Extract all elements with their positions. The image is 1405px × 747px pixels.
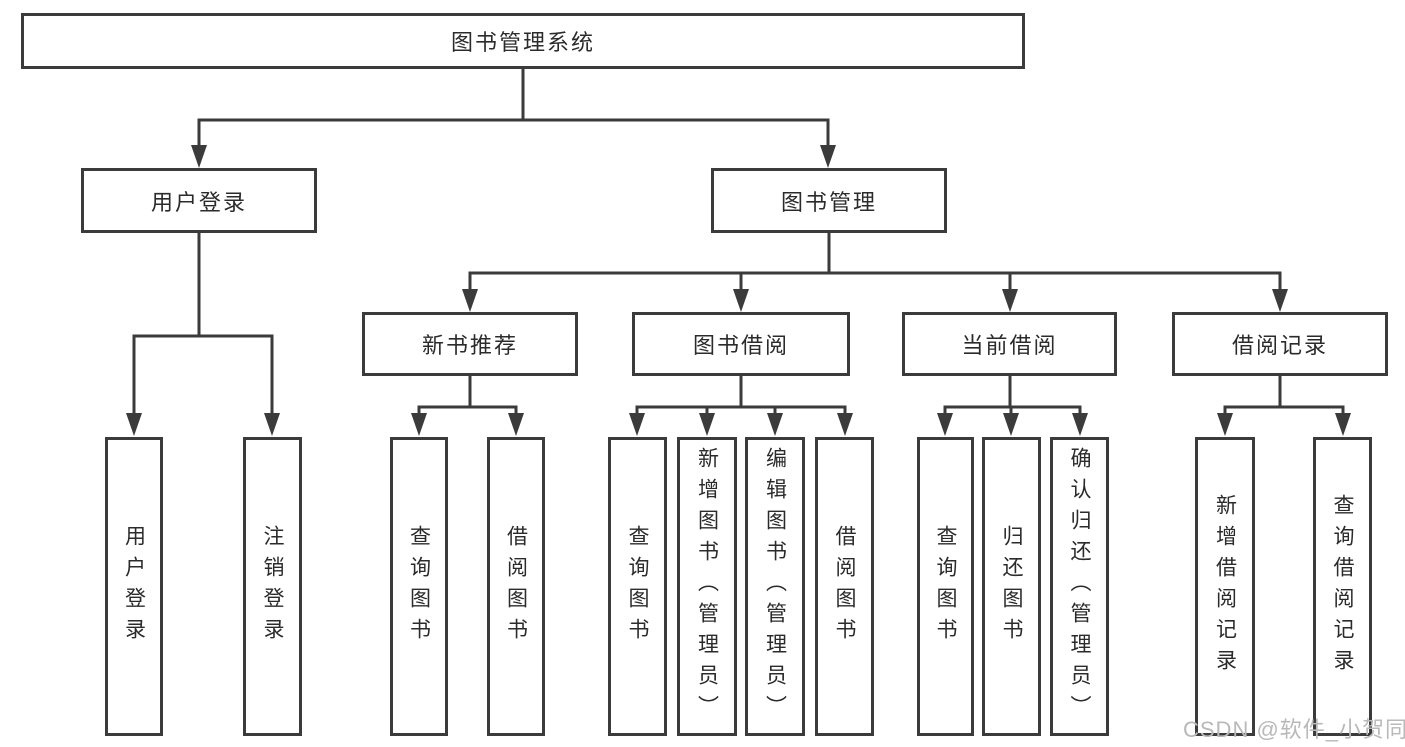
node-label: 新书推荐: [421, 333, 518, 358]
leaf-return-books: 归还图书: [982, 437, 1041, 736]
arrowhead: [264, 413, 280, 436]
node-label: 图书借阅: [692, 333, 789, 358]
node-new-book-recommend: 新书推荐: [362, 312, 578, 376]
node-library-management-system: 图书管理系统: [21, 13, 1025, 69]
leaf-query-books: 查询图书: [608, 437, 667, 736]
arrowhead: [508, 413, 524, 436]
leaf-user-login: 用户登录: [105, 437, 163, 736]
arrowheads: [126, 145, 1351, 436]
arrowhead: [1335, 413, 1351, 436]
arrowhead: [462, 289, 478, 312]
node-label: 注销登录: [261, 524, 284, 649]
node-label: 新增图书（管理员）: [695, 447, 719, 726]
node-label: 查询图书: [626, 524, 649, 649]
node-label: 确认归还（管理员）: [1068, 447, 1091, 726]
leaf-query-borrow-record: 查询借阅记录: [1313, 437, 1372, 736]
node-book-management: 图书管理: [711, 168, 947, 233]
arrowhead: [767, 413, 783, 436]
node-label: 当前借阅: [961, 333, 1058, 358]
node-user-login: 用户登录: [81, 168, 317, 233]
arrowhead: [126, 413, 142, 436]
leaf-confirm-return-admin: 确认归还（管理员）: [1050, 437, 1109, 736]
edge-borrow-records-bus: [1223, 373, 1345, 424]
arrowhead: [1002, 289, 1018, 312]
node-label: 归还图书: [1000, 524, 1023, 649]
arrowhead: [629, 413, 645, 436]
node-label: 借阅图书: [833, 524, 856, 649]
arrowhead: [820, 145, 836, 168]
node-label: 用户登录: [122, 524, 146, 649]
arrowhead: [411, 413, 427, 436]
leaf-logout: 注销登录: [243, 437, 302, 736]
leaf-add-books-admin: 新增图书（管理员）: [677, 437, 737, 736]
node-label: 查询图书: [407, 524, 431, 649]
csdn-watermark: CSDN @软件_小贺同学: [1183, 717, 1405, 742]
leaf-edit-books-admin: 编辑图书（管理员）: [745, 437, 805, 736]
edge-user-login-bus: [132, 231, 274, 424]
node-current-borrow: 当前借阅: [902, 312, 1117, 376]
leaf-add-borrow-record: 新增借阅记录: [1195, 437, 1255, 736]
leaf-query-books: 查询图书: [917, 437, 974, 736]
node-borrow-records: 借阅记录: [1172, 312, 1388, 376]
arrowhead: [1272, 289, 1288, 312]
edge-root-bus: [197, 67, 830, 152]
node-label: 查询图书: [934, 524, 957, 649]
leaf-borrow-books: 借阅图书: [815, 437, 874, 736]
arrowhead: [699, 413, 715, 436]
edge-new-books-bus: [417, 373, 518, 424]
arrowhead: [733, 289, 749, 312]
edge-book-mgmt-bus: [468, 231, 1282, 297]
edge-book-borrow-bus: [635, 373, 847, 424]
arrowhead: [937, 413, 953, 436]
node-label: 编辑图书（管理员）: [763, 447, 787, 726]
node-label: 新增借阅记录: [1213, 493, 1237, 680]
node-label: 图书管理系统: [450, 30, 595, 55]
node-book-borrow: 图书借阅: [632, 312, 850, 376]
arrowhead: [1003, 413, 1019, 436]
arrowhead: [837, 413, 853, 436]
node-label: 用户登录: [150, 189, 247, 215]
node-label: 查询借阅记录: [1331, 493, 1354, 680]
node-label: 图书管理: [780, 189, 877, 215]
leaf-query-books: 查询图书: [390, 437, 448, 736]
arrowhead: [191, 145, 207, 168]
arrowhead: [1072, 413, 1088, 436]
node-label: 借阅记录: [1231, 333, 1328, 358]
arrowhead: [1217, 413, 1233, 436]
leaf-borrow-books: 借阅图书: [487, 437, 545, 736]
node-label: 借阅图书: [504, 524, 528, 649]
